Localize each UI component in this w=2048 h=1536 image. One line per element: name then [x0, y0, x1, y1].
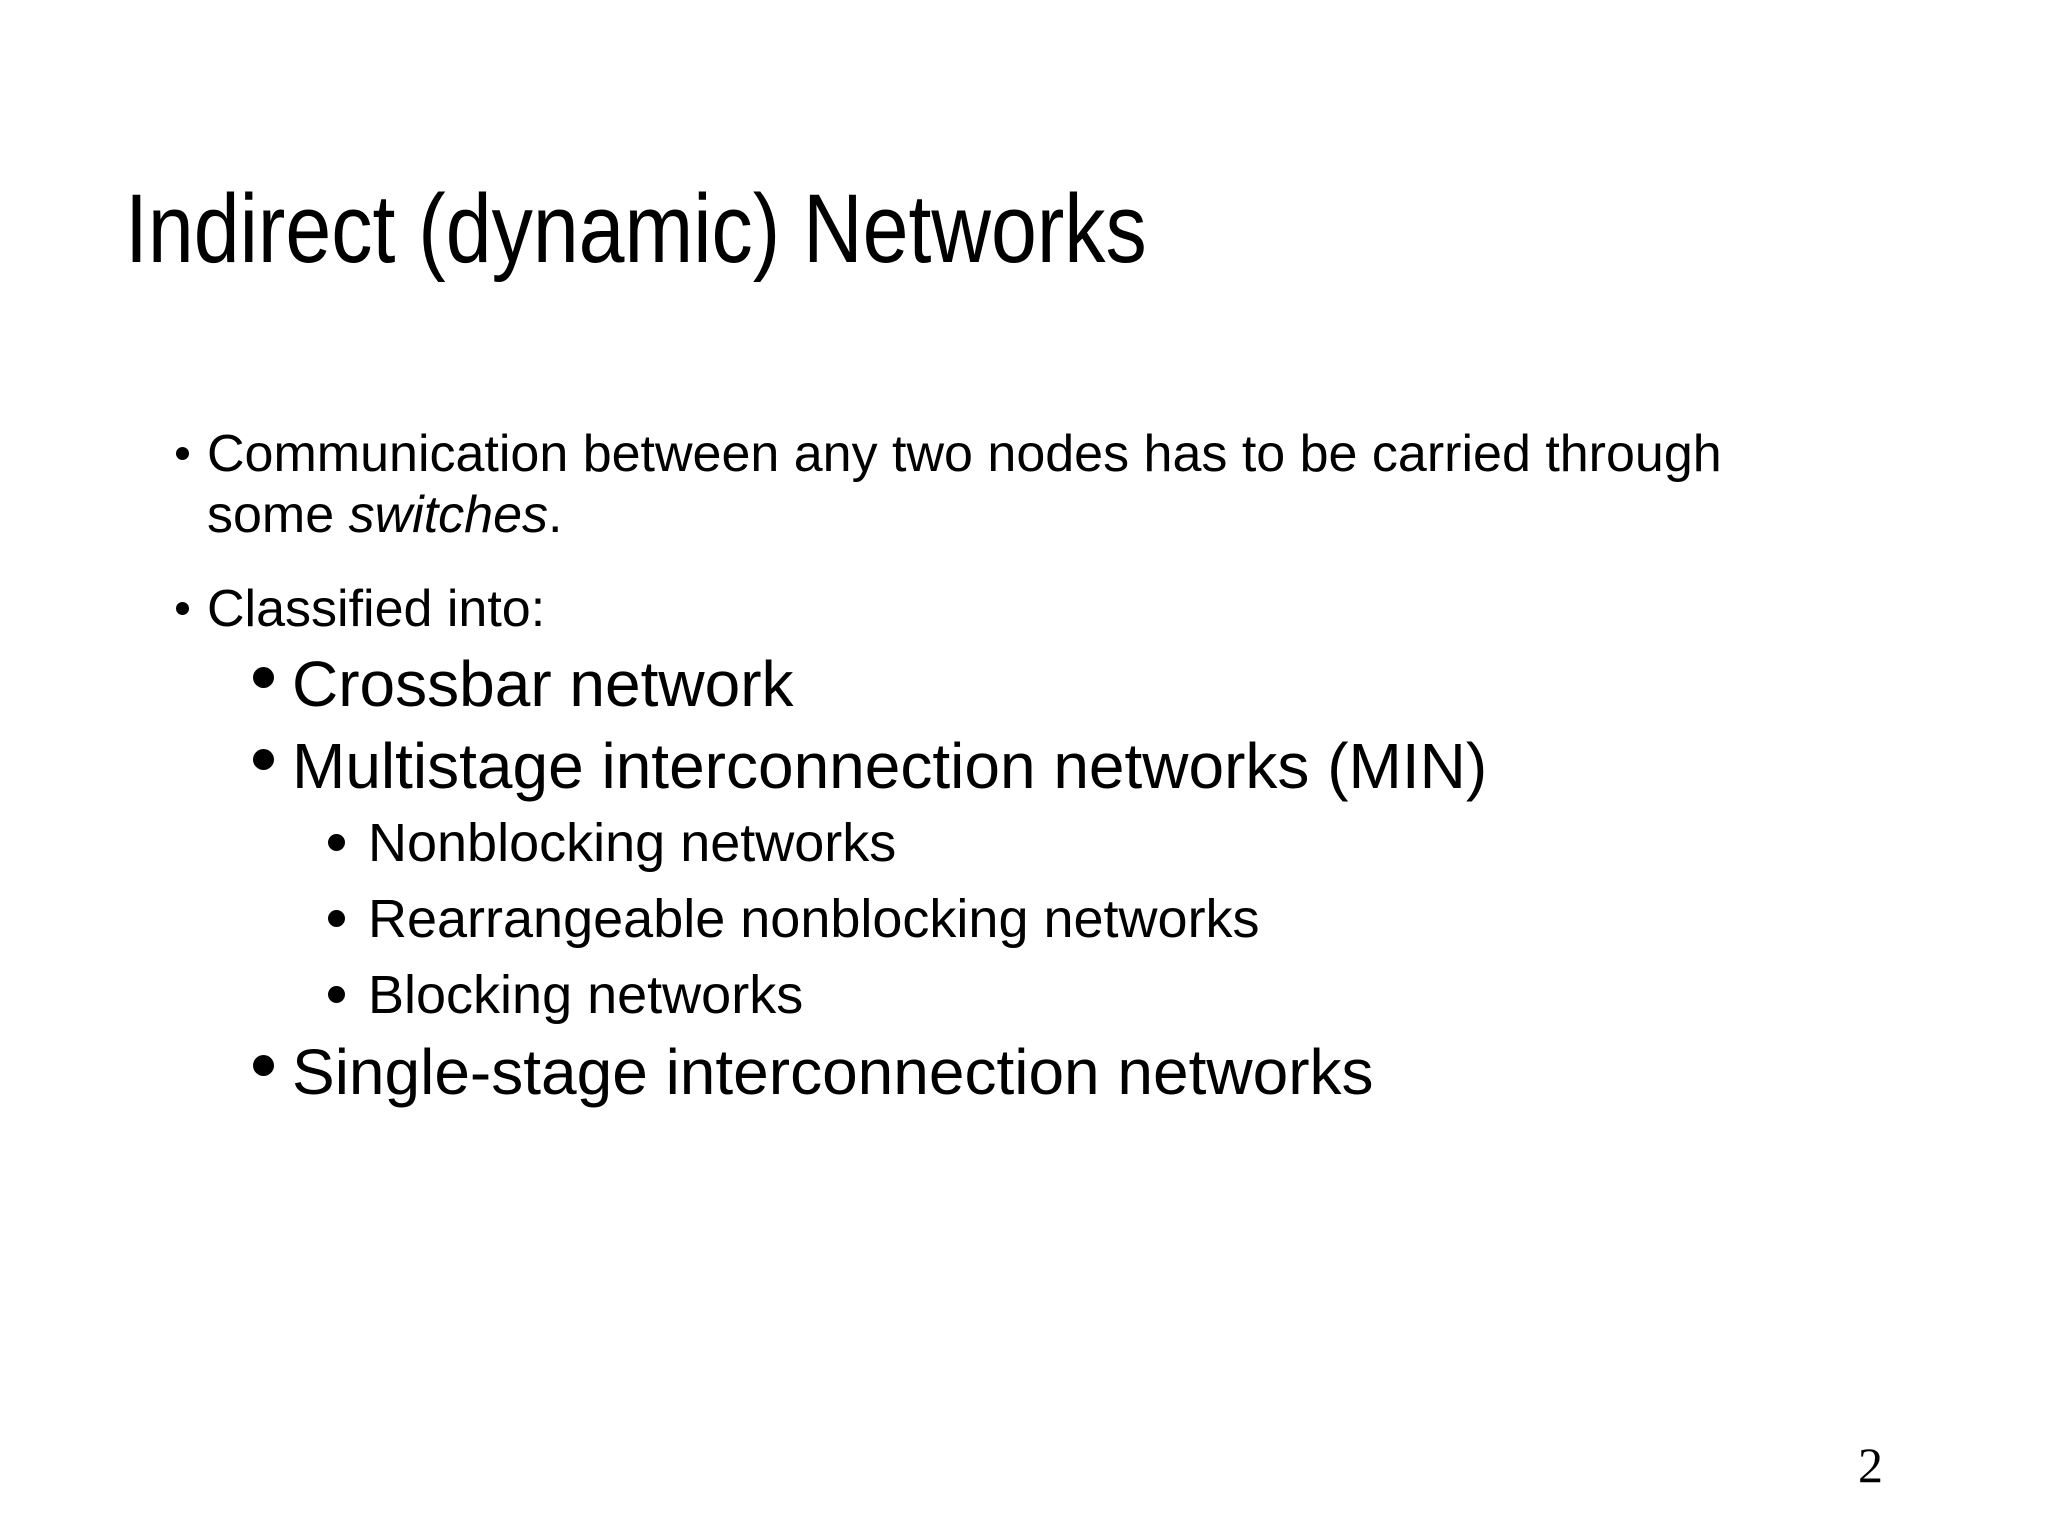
bullet-dot-icon [253, 749, 274, 770]
bullet-text-line: Rearrangeable nonblocking networks [368, 889, 1260, 949]
bullet-item-communication: Communication between any two nodes has … [172, 424, 2008, 546]
bullet-dot-icon [176, 602, 189, 615]
bullet-item-nonblocking-networks: Nonblocking networks [172, 811, 2008, 876]
bullet-dot-icon [253, 667, 274, 688]
bullet-text-line: Communication between any two nodes has … [207, 425, 1722, 483]
bullet-item-blocking-networks: Blocking networks [172, 963, 2008, 1028]
bullet-list: Communication between any two nodes has … [172, 424, 2008, 1111]
bullet-dot-icon [328, 986, 345, 1003]
bullet-dot-icon [328, 834, 345, 851]
slide-title: Indirect (dynamic) Networks [125, 171, 1327, 287]
slide-title-text: Indirect (dynamic) Networks [125, 174, 1147, 283]
bullet-item-rearrangeable-networks: Rearrangeable nonblocking networks [172, 887, 2008, 952]
bullet-text-line: Multistage interconnection networks (MIN… [292, 730, 1488, 802]
bullet-dot-icon [253, 1055, 274, 1076]
bullet-text-line: Blocking networks [368, 965, 804, 1025]
bullet-item-multistage-networks: Multistage interconnection networks (MIN… [172, 728, 2008, 805]
slide-body: Communication between any two nodes has … [172, 424, 2008, 1111]
bullet-item-classified-into: Classified into: [172, 579, 2008, 640]
bullet-text-segment-italic: switches [348, 486, 549, 544]
bullet-text-line: Crossbar network [292, 648, 794, 720]
bullet-dot-icon [176, 447, 189, 460]
bullet-item-single-stage-networks: Single-stage interconnection networks [172, 1034, 2008, 1111]
page-number: 2 [1858, 1437, 1883, 1493]
bullet-dot-icon [328, 910, 345, 927]
bullet-text-line: some switches. [207, 485, 2008, 546]
bullet-text-line: Classified into: [207, 580, 546, 638]
bullet-text-segment: . [548, 486, 563, 544]
bullet-text-line: Single-stage interconnection networks [292, 1036, 1374, 1108]
bullet-text-line: Nonblocking networks [368, 813, 897, 873]
bullet-text-segment: some [207, 486, 349, 544]
bullet-item-crossbar-network: Crossbar network [172, 646, 2008, 723]
